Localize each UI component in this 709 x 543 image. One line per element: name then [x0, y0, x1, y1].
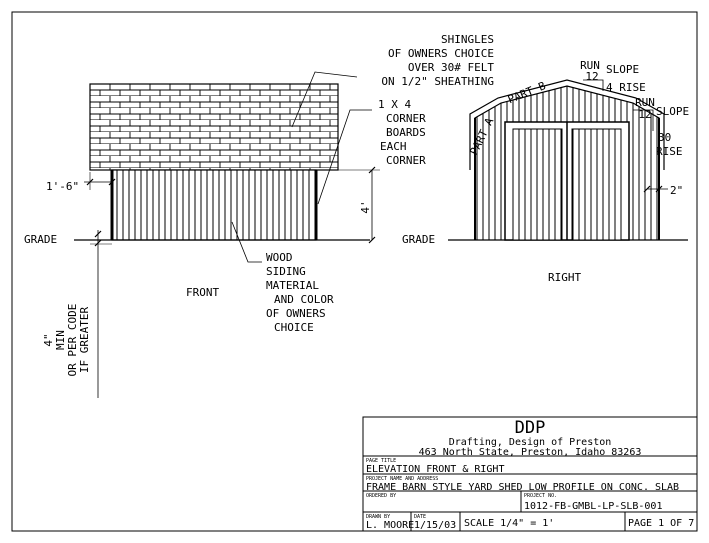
- tb-project-no-caption: PROJECT NO.: [524, 493, 557, 499]
- wall-height-tick-bottom: [368, 236, 376, 244]
- lower-slope-triangle: [633, 109, 654, 131]
- corner-note-line-2: CORNER: [386, 112, 426, 125]
- wall-height-label: 4': [359, 200, 372, 213]
- siding-note-line-4: AND COLOR: [274, 293, 334, 306]
- tb-date: 1/15/03: [414, 520, 456, 531]
- tb-page: PAGE 1 OF 7: [628, 518, 694, 529]
- tb-company-abbr: DDP: [515, 418, 546, 438]
- corner-leader: [317, 109, 372, 205]
- siding-note-line-2: SIDING: [266, 265, 306, 278]
- tb-ordered-caption: ORDERED BY: [366, 493, 396, 499]
- corner-note-line-5: CORNER: [386, 154, 426, 167]
- right-door-panel: [571, 128, 622, 241]
- lower-run-label: RUN: [635, 96, 655, 109]
- tb-project-no: 1012-FB-GMBL-LP-SLB-001: [524, 501, 662, 512]
- lower-rise-value: 30: [658, 131, 671, 144]
- tb-page-title-caption: PAGE TITLE: [366, 458, 396, 464]
- tb-project: FRAME BARN STYLE YARD SHED LOW PROFILE O…: [366, 482, 679, 493]
- footing-tick-2: [94, 239, 102, 247]
- wall-height-tick-top: [368, 166, 376, 174]
- siding-note-line-6: CHOICE: [274, 321, 314, 334]
- upper-rise-label: 4 RISE: [606, 81, 646, 94]
- tb-address: 463 North State, Preston, Idaho 83263: [419, 447, 642, 458]
- siding-leader: [231, 221, 262, 263]
- corner-note-line-3: BOARDS: [386, 126, 426, 139]
- upper-slope-triangle: [583, 79, 604, 91]
- tb-drawn-by: L. MOORE: [366, 520, 414, 531]
- tb-page-title: ELEVATION FRONT & RIGHT: [366, 464, 504, 475]
- upper-run-label: RUN: [580, 59, 600, 72]
- tb-project-caption: PROJECT NAME AND ADDRESS: [366, 476, 438, 482]
- footing-note-line-1: 4": [42, 333, 55, 346]
- corner-note-line-4: EACH: [380, 140, 407, 153]
- grade-label-front: GRADE: [24, 233, 57, 246]
- front-caption: FRONT: [186, 286, 219, 299]
- footing-note-line-3: OR PER CODE: [66, 304, 79, 377]
- right-roof-thickness: [469, 79, 665, 170]
- footing-note-line-2: MIN: [54, 330, 67, 350]
- roof-note-line-2: OF OWNERS CHOICE: [388, 47, 494, 60]
- roof-note-line-3: OVER 30# FELT: [408, 61, 494, 74]
- siding-note-line-3: MATERIAL: [266, 279, 319, 292]
- lower-slope-label: SLOPE: [656, 105, 689, 118]
- front-wall: [111, 169, 317, 241]
- roof-note-line-1: SHINGLES: [441, 33, 494, 46]
- footing-note-line-4: IF GREATER: [78, 307, 91, 374]
- left-door-panel: [512, 128, 563, 241]
- grade-label-right: GRADE: [402, 233, 435, 246]
- overhang-label: 1'-6": [46, 180, 79, 193]
- upper-slope-label: SLOPE: [606, 63, 639, 76]
- roof-leader: [291, 71, 358, 128]
- title-block: [362, 416, 698, 532]
- tb-company: Drafting, Design of Preston: [449, 437, 612, 448]
- right-caption: RIGHT: [548, 271, 581, 284]
- front-elevation: [74, 71, 380, 398]
- tb-date-caption: DATE: [414, 514, 426, 520]
- overhang-tick-1: [86, 178, 94, 186]
- corner-note-line-1: 1 X 4: [378, 98, 411, 111]
- footing-tick-1: [94, 230, 102, 238]
- tb-scale: SCALE 1/4" = 1': [464, 518, 554, 529]
- upper-run-value: 12: [585, 70, 598, 83]
- roof-note-line-4: ON 1/2" SHEATHING: [381, 75, 494, 88]
- siding-note-line-1: WOOD: [266, 251, 293, 264]
- trim-label: 2": [670, 184, 683, 197]
- front-roof: [89, 83, 339, 171]
- overhang-tick-2: [108, 178, 116, 186]
- sheet-border: [11, 11, 698, 532]
- lower-run-value: 12: [638, 108, 651, 121]
- siding-note-line-5: OF OWNERS: [266, 307, 326, 320]
- tb-drawn-caption: DRAWN BY: [366, 514, 390, 520]
- trim-tick-1: [643, 185, 651, 193]
- trim-tick-2: [655, 185, 663, 193]
- lower-rise-label: RISE: [656, 145, 683, 158]
